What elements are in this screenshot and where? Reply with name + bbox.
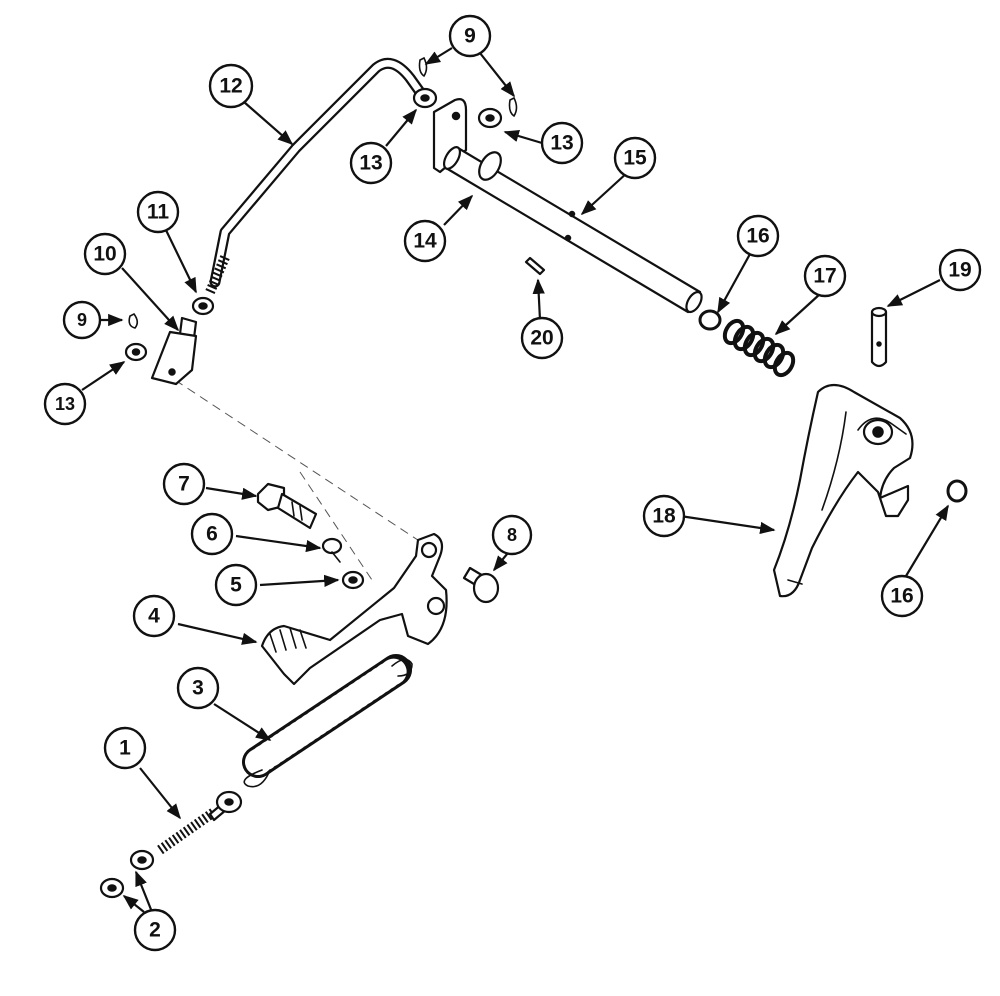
pedal-lever [260, 532, 448, 686]
callout-16-upper: 16 [736, 214, 780, 258]
svg-text:6: 6 [206, 523, 218, 546]
svg-text:16: 16 [890, 585, 913, 608]
eye-bolt [157, 790, 243, 855]
compression-spring [722, 318, 796, 378]
snap-ring-lower [946, 479, 968, 503]
shift-fork [772, 383, 914, 598]
hex-nut-5 [341, 570, 365, 590]
leader-lines [81, 47, 949, 913]
cotter-pin-top-left [418, 56, 428, 78]
svg-text:13: 13 [550, 132, 573, 155]
callout-2: 2 [133, 908, 177, 952]
callout-11: 11 [136, 190, 180, 234]
callout-19: 19 [938, 248, 982, 292]
washer-left [124, 342, 148, 362]
svg-text:17: 17 [813, 265, 836, 288]
callout-8: 8 [491, 514, 533, 556]
svg-text:12: 12 [219, 75, 242, 98]
cotter-pin-top-right [508, 96, 518, 118]
svg-text:3: 3 [192, 677, 204, 700]
callout-9-left: 9 [62, 300, 102, 340]
callout-13-left: 13 [43, 382, 87, 426]
svg-text:5: 5 [230, 574, 242, 597]
callout-1: 1 [103, 726, 147, 770]
svg-text:13: 13 [55, 394, 75, 414]
callout-10: 10 [83, 232, 127, 276]
shift-rod [205, 57, 426, 294]
svg-text:10: 10 [93, 243, 116, 266]
alignment-lines [174, 379, 431, 581]
small-bolt [321, 537, 343, 563]
clevis-pin [462, 566, 500, 604]
svg-text:4: 4 [148, 605, 160, 628]
svg-text:8: 8 [507, 525, 517, 545]
washer-top-left [412, 87, 438, 109]
callout-5: 5 [214, 563, 258, 607]
snap-ring-upper [698, 309, 722, 331]
callout-7: 7 [162, 462, 206, 506]
callout-13-top-left: 13 [349, 141, 393, 185]
svg-text:7: 7 [178, 473, 190, 496]
svg-text:11: 11 [147, 201, 170, 224]
callout-13-top-right: 13 [540, 121, 584, 165]
svg-text:15: 15 [623, 147, 647, 170]
clevis [150, 316, 198, 386]
svg-text:20: 20 [530, 327, 553, 350]
svg-text:18: 18 [652, 505, 676, 528]
callout-20: 20 [520, 316, 564, 360]
callout-17: 17 [803, 254, 847, 298]
svg-text:9: 9 [464, 25, 476, 48]
extension-spring [242, 654, 413, 788]
svg-text:14: 14 [413, 230, 437, 253]
fork-pin [870, 306, 888, 368]
callout-4: 4 [132, 594, 176, 638]
roll-pin [524, 256, 546, 276]
hex-nut-lower [99, 877, 125, 899]
rod-nut [191, 296, 215, 316]
svg-text:13: 13 [359, 152, 382, 175]
callout-18: 18 [642, 494, 686, 538]
svg-text:9: 9 [77, 310, 87, 330]
washer-top-right [477, 107, 503, 129]
svg-text:16: 16 [746, 225, 769, 248]
callout-9-top: 9 [448, 14, 492, 58]
bolt [256, 482, 318, 530]
shift-shaft [432, 98, 703, 314]
callout-15: 15 [613, 136, 657, 180]
callout-14: 14 [403, 219, 447, 263]
callout-6: 6 [190, 512, 234, 556]
svg-text:2: 2 [149, 919, 161, 942]
hex-nut-upper [129, 849, 155, 871]
callout-3: 3 [176, 666, 220, 710]
svg-text:1: 1 [119, 737, 131, 760]
svg-text:19: 19 [948, 259, 971, 282]
callout-16-lower: 16 [880, 574, 924, 618]
callout-12: 12 [208, 63, 254, 109]
cotter-pin-left [128, 312, 139, 329]
